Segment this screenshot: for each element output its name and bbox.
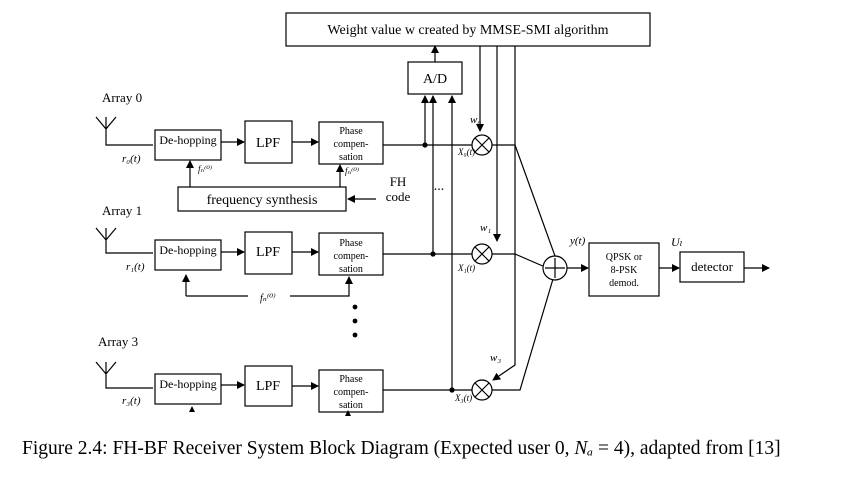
weight-1-label: w₁ — [480, 222, 491, 234]
ad-block: A/D — [407, 61, 463, 95]
demod-line-3: demod. — [609, 278, 639, 289]
array-1-label: Array 1 — [102, 203, 142, 218]
fn-label-1: fₙ⁽⁰⁾ — [260, 293, 276, 304]
fn-label-phase-0: fₙ⁽⁰⁾ — [345, 166, 359, 176]
lpf-1-block: LPF — [244, 231, 293, 275]
phase-comp-0-line-2: compen- — [334, 139, 369, 150]
lpf-0-block: LPF — [244, 120, 293, 164]
antenna-0-icon — [95, 116, 153, 146]
ad-label: A/D — [423, 72, 447, 87]
phase-comp-1-line-3: sation — [339, 264, 363, 275]
demod-line-1: QPSK or — [606, 252, 643, 263]
caption-text-a: Figure 2.4: FH-BF Receiver System Block … — [22, 438, 575, 459]
lpf-3-label: LPF — [256, 379, 280, 394]
caption-na: Nₐ — [574, 438, 594, 459]
weight-3-label: w₃ — [490, 352, 501, 364]
dehopping-0-block: De-hopping — [154, 129, 222, 161]
phase-comp-0-line-3: sation — [339, 152, 363, 163]
fh-code-line-2: code — [386, 189, 411, 204]
summation-icon — [542, 255, 568, 281]
fn-label-dehop-0: fₙ⁽⁰⁾ — [198, 164, 212, 174]
multiplier-0-icon — [471, 134, 493, 156]
weight-0-label: w₀ — [470, 114, 481, 126]
dehopping-0-label: De-hopping — [159, 133, 216, 147]
phase-comp-3-line-1: Phase — [339, 374, 363, 385]
signal-r0: r₀(t) — [122, 153, 141, 165]
fh-code-line-1: FH — [390, 174, 407, 189]
vertical-dots-icon — [352, 304, 358, 338]
antenna-1-icon — [95, 227, 153, 254]
block-diagram: Weight value w created by MMSE-SMI algor… — [95, 12, 770, 416]
array-0-label: Array 0 — [102, 90, 142, 105]
x0-label: X₀(t) — [457, 147, 475, 157]
channel-dots: ... — [434, 179, 445, 194]
dehopping-1-label: De-hopping — [159, 243, 216, 257]
multiplier-1-icon — [471, 243, 493, 265]
phase-comp-3-line-3: sation — [339, 400, 363, 411]
lpf-3-block: LPF — [244, 365, 293, 407]
phase-comp-0-line-1: Phase — [339, 126, 363, 137]
phase-comp-1-block: Phase compen- sation — [318, 232, 384, 276]
dehopping-1-block: De-hopping — [154, 239, 222, 271]
lpf-0-label: LPF — [256, 136, 280, 151]
detector-block: detector — [679, 251, 745, 283]
phase-comp-3-block: Phase compen- sation — [318, 369, 384, 413]
yt-label: y(t) — [569, 235, 586, 247]
phase-comp-1-line-1: Phase — [339, 238, 363, 249]
ul-label: Uₗ — [671, 235, 683, 249]
dehopping-3-label: De-hopping — [159, 377, 216, 391]
freq-synth-block: frequency synthesis — [177, 186, 347, 212]
demod-line-2: 8-PSK — [611, 265, 638, 276]
x1-label: X₁(t) — [457, 263, 475, 273]
weight-block: Weight value w created by MMSE-SMI algor… — [285, 12, 651, 47]
antenna-3-icon — [95, 361, 153, 389]
detector-label: detector — [691, 259, 734, 274]
demod-block: QPSK or 8-PSK demod. — [588, 242, 660, 297]
x3-label: X₃(t) — [454, 393, 472, 403]
array-3-label: Array 3 — [98, 334, 138, 349]
phase-comp-3-line-2: compen- — [334, 387, 369, 398]
caption-text-b: = 4), adapted from [13] — [593, 438, 781, 459]
freq-synth-label: frequency synthesis — [207, 193, 318, 208]
signal-r3: r₃(t) — [122, 395, 141, 407]
weight-block-label: Weight value w created by MMSE-SMI algor… — [327, 23, 608, 38]
multiplier-3-icon — [471, 379, 493, 401]
dehopping-3-block: De-hopping — [154, 373, 222, 405]
signal-r1: r₁(t) — [126, 261, 145, 273]
lpf-1-label: LPF — [256, 245, 280, 260]
phase-comp-1-line-2: compen- — [334, 251, 369, 262]
figure-caption: Figure 2.4: FH-BF Receiver System Block … — [22, 436, 832, 461]
phase-comp-0-block: Phase compen- sation — [318, 121, 384, 165]
